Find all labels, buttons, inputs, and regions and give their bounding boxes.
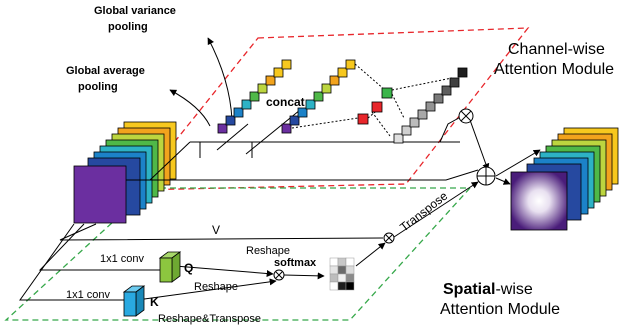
softmax-attention-map: [329, 257, 355, 291]
channel-multiply-icon: [458, 108, 474, 124]
concat-label: concat: [266, 95, 305, 109]
channel-module-title-2: Attention Module: [494, 61, 614, 78]
qk-multiply-icon: [273, 269, 285, 281]
variance-vector: [217, 59, 292, 134]
global-average-arrow: [169, 89, 211, 127]
output-feature-stack: [510, 127, 619, 231]
k-branch: [19, 223, 126, 301]
q-conv-block: [158, 251, 182, 283]
spatial-module-title-2: Attention Module: [440, 301, 560, 318]
v-label: V: [212, 223, 220, 237]
global-variance-arrow: [207, 37, 233, 121]
conv-q-label: 1x1 conv: [100, 253, 145, 265]
spatial-multiply-icon: [383, 232, 395, 244]
transpose-label: Transpose: [397, 189, 450, 235]
identity-path: [126, 169, 479, 181]
k-conv-block: [122, 285, 146, 317]
output-feature-front: [510, 171, 568, 231]
softmax-label: softmax: [274, 257, 317, 269]
global-variance-label-2: pooling: [108, 21, 148, 33]
global-average-label-2: pooling: [78, 81, 118, 93]
input-feature-stack: [73, 121, 177, 224]
spatial-module-title-rest: -wise: [495, 281, 532, 298]
fusion-add-icon: [476, 166, 496, 186]
global-variance-label: Global variance: [94, 5, 176, 17]
global-average-label: Global average: [66, 65, 145, 77]
q-label: Q: [184, 261, 193, 275]
spatial-attention-box: [4, 187, 472, 321]
q-branch: [38, 223, 160, 271]
average-vector: [281, 59, 356, 134]
conv-k-label: 1x1 conv: [66, 289, 111, 301]
spatial-module-title-bold: Spatial: [443, 281, 495, 298]
k-label: K: [150, 295, 159, 309]
reshape-q-label: Reshape: [194, 281, 238, 293]
spatial-module-title: Spatial-wise: [443, 281, 533, 298]
channel-attention-box: [134, 27, 530, 191]
reshape-transpose-label: Reshape&Transpose: [158, 313, 261, 325]
input-feature-front: [73, 165, 127, 224]
channel-weight-vector: [393, 67, 468, 144]
channel-module-title: Channel-wise: [508, 41, 605, 58]
excitation-nodes: [357, 87, 393, 125]
v-branch: [59, 223, 384, 241]
reshape-v-label: Reshape: [246, 245, 290, 257]
input-to-channel-line: [149, 141, 191, 181]
